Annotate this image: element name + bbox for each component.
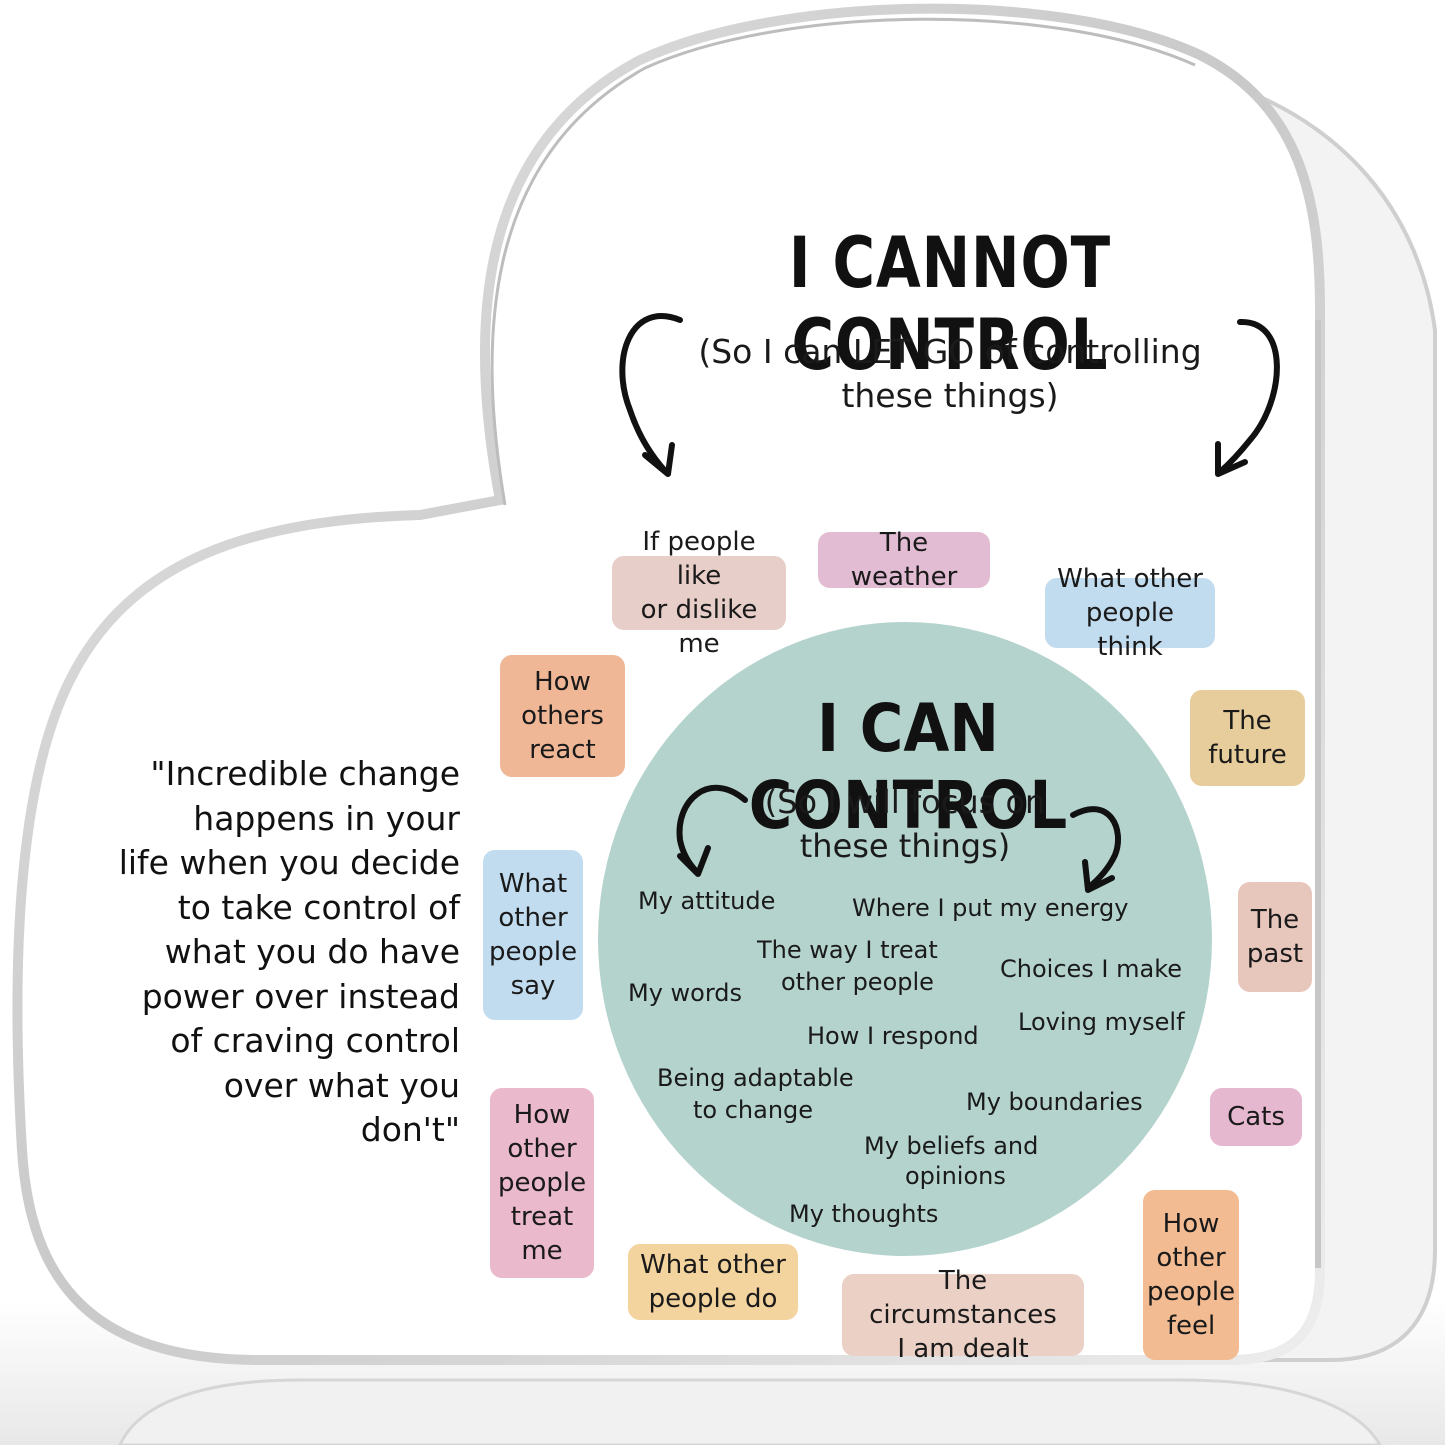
can-control-subtitle: (So I will focus on these things)	[700, 780, 1110, 868]
quote-line: of craving control	[170, 1021, 460, 1060]
quote-line: don't"	[360, 1110, 460, 1149]
circle-item: other people	[781, 968, 934, 996]
circle-subtitle-line-2: these things)	[799, 827, 1011, 865]
circle-item: My thoughts	[789, 1200, 939, 1228]
tag-line: people	[488, 937, 578, 967]
circle-item: opinions	[905, 1162, 1006, 1190]
tag-line: past	[1246, 939, 1304, 969]
tag-line: other	[507, 1134, 577, 1164]
tag-the-future: The future	[1190, 690, 1305, 786]
tag-line: people	[497, 1168, 587, 1198]
tag-what-other-people-think: What other people think	[1045, 564, 1215, 662]
tag-line: Cats	[1227, 1102, 1285, 1132]
tag-line: me	[521, 1236, 563, 1266]
tag-line: How	[1162, 1209, 1220, 1239]
circle-item: My boundaries	[966, 1088, 1143, 1116]
quote-text: "Incredible change happens in your life …	[110, 752, 460, 1153]
cannot-control-title: I CANNOT CONTROL	[788, 222, 1112, 386]
tag-line: What	[498, 869, 568, 899]
quote-line: "Incredible change	[150, 754, 460, 793]
tag-line: other	[1156, 1243, 1226, 1273]
tag-line: or dislike me	[640, 595, 758, 659]
tag-what-other-people-do: What other people do	[628, 1244, 798, 1320]
tag-what-other-people-say: What other people say	[483, 850, 583, 1020]
circle-item: My beliefs and	[864, 1132, 1039, 1160]
circle-item: Where I put my energy	[852, 894, 1129, 922]
circle-item: Being adaptable	[657, 1064, 854, 1092]
quote-line: over what you	[223, 1065, 460, 1105]
circle-item: to change	[693, 1096, 814, 1124]
can-control-title: I CAN CONTROL	[748, 690, 1068, 844]
tag-line: feel	[1166, 1311, 1216, 1341]
tag-line: people do	[648, 1284, 778, 1314]
subtitle-line-2: these things)	[841, 376, 1059, 415]
tag-the-past: The past	[1238, 882, 1312, 992]
quote-line: happens in your	[193, 798, 460, 838]
quote-line: life when you decide	[118, 843, 460, 882]
tag-if-people-like: If people like or dislike me	[612, 527, 786, 659]
quote-line: to take control of	[177, 887, 460, 927]
circle-item: How I respond	[807, 1022, 979, 1050]
tag-line: The	[1250, 905, 1300, 935]
circle-item: My attitude	[638, 887, 776, 915]
circle-subtitle-line-1: (So I will focus on	[764, 783, 1046, 821]
tag-how-other-people-treat-me: How other people treat me	[490, 1088, 594, 1278]
quote-line: what you do have	[164, 932, 460, 971]
tag-line: How	[513, 1100, 571, 1130]
tag-line: If people like	[642, 527, 756, 591]
tag-line: others	[521, 701, 604, 731]
quote-line: power over instead	[141, 976, 460, 1016]
cannot-control-subtitle: (So I can LET GO of controlling these th…	[640, 330, 1260, 418]
tag-line: future	[1208, 740, 1287, 770]
tag-the-weather: The weather	[818, 528, 990, 592]
tag-line: other	[498, 903, 568, 933]
circle-item: Loving myself	[1018, 1008, 1185, 1036]
tag-line: people	[1146, 1277, 1236, 1307]
circle-item: The way I treat	[757, 936, 938, 964]
tag-the-circumstances: The circumstances I am dealt	[842, 1266, 1084, 1364]
circle-item: Choices I make	[1000, 955, 1183, 983]
can-control-circle	[598, 622, 1212, 1256]
circle-item: My words	[628, 979, 743, 1007]
tag-line: The circumstances	[869, 1266, 1057, 1330]
tag-line: How	[534, 667, 591, 697]
tag-how-others-react: How others react	[500, 655, 625, 777]
tag-line: The	[1223, 706, 1272, 736]
tag-line: I am dealt	[897, 1334, 1029, 1364]
tag-how-other-people-feel: How other people feel	[1143, 1190, 1239, 1360]
tag-line: What other	[1057, 564, 1203, 594]
tag-line: react	[529, 735, 596, 765]
tag-cats: Cats	[1210, 1088, 1302, 1146]
tag-line: treat	[510, 1202, 574, 1232]
tag-line: say	[510, 971, 556, 1001]
tag-line: people think	[1085, 598, 1175, 662]
tag-line: The weather	[850, 528, 958, 592]
tag-line: What other	[640, 1250, 786, 1280]
subtitle-line-1: (So I can LET GO of controlling	[698, 332, 1202, 371]
